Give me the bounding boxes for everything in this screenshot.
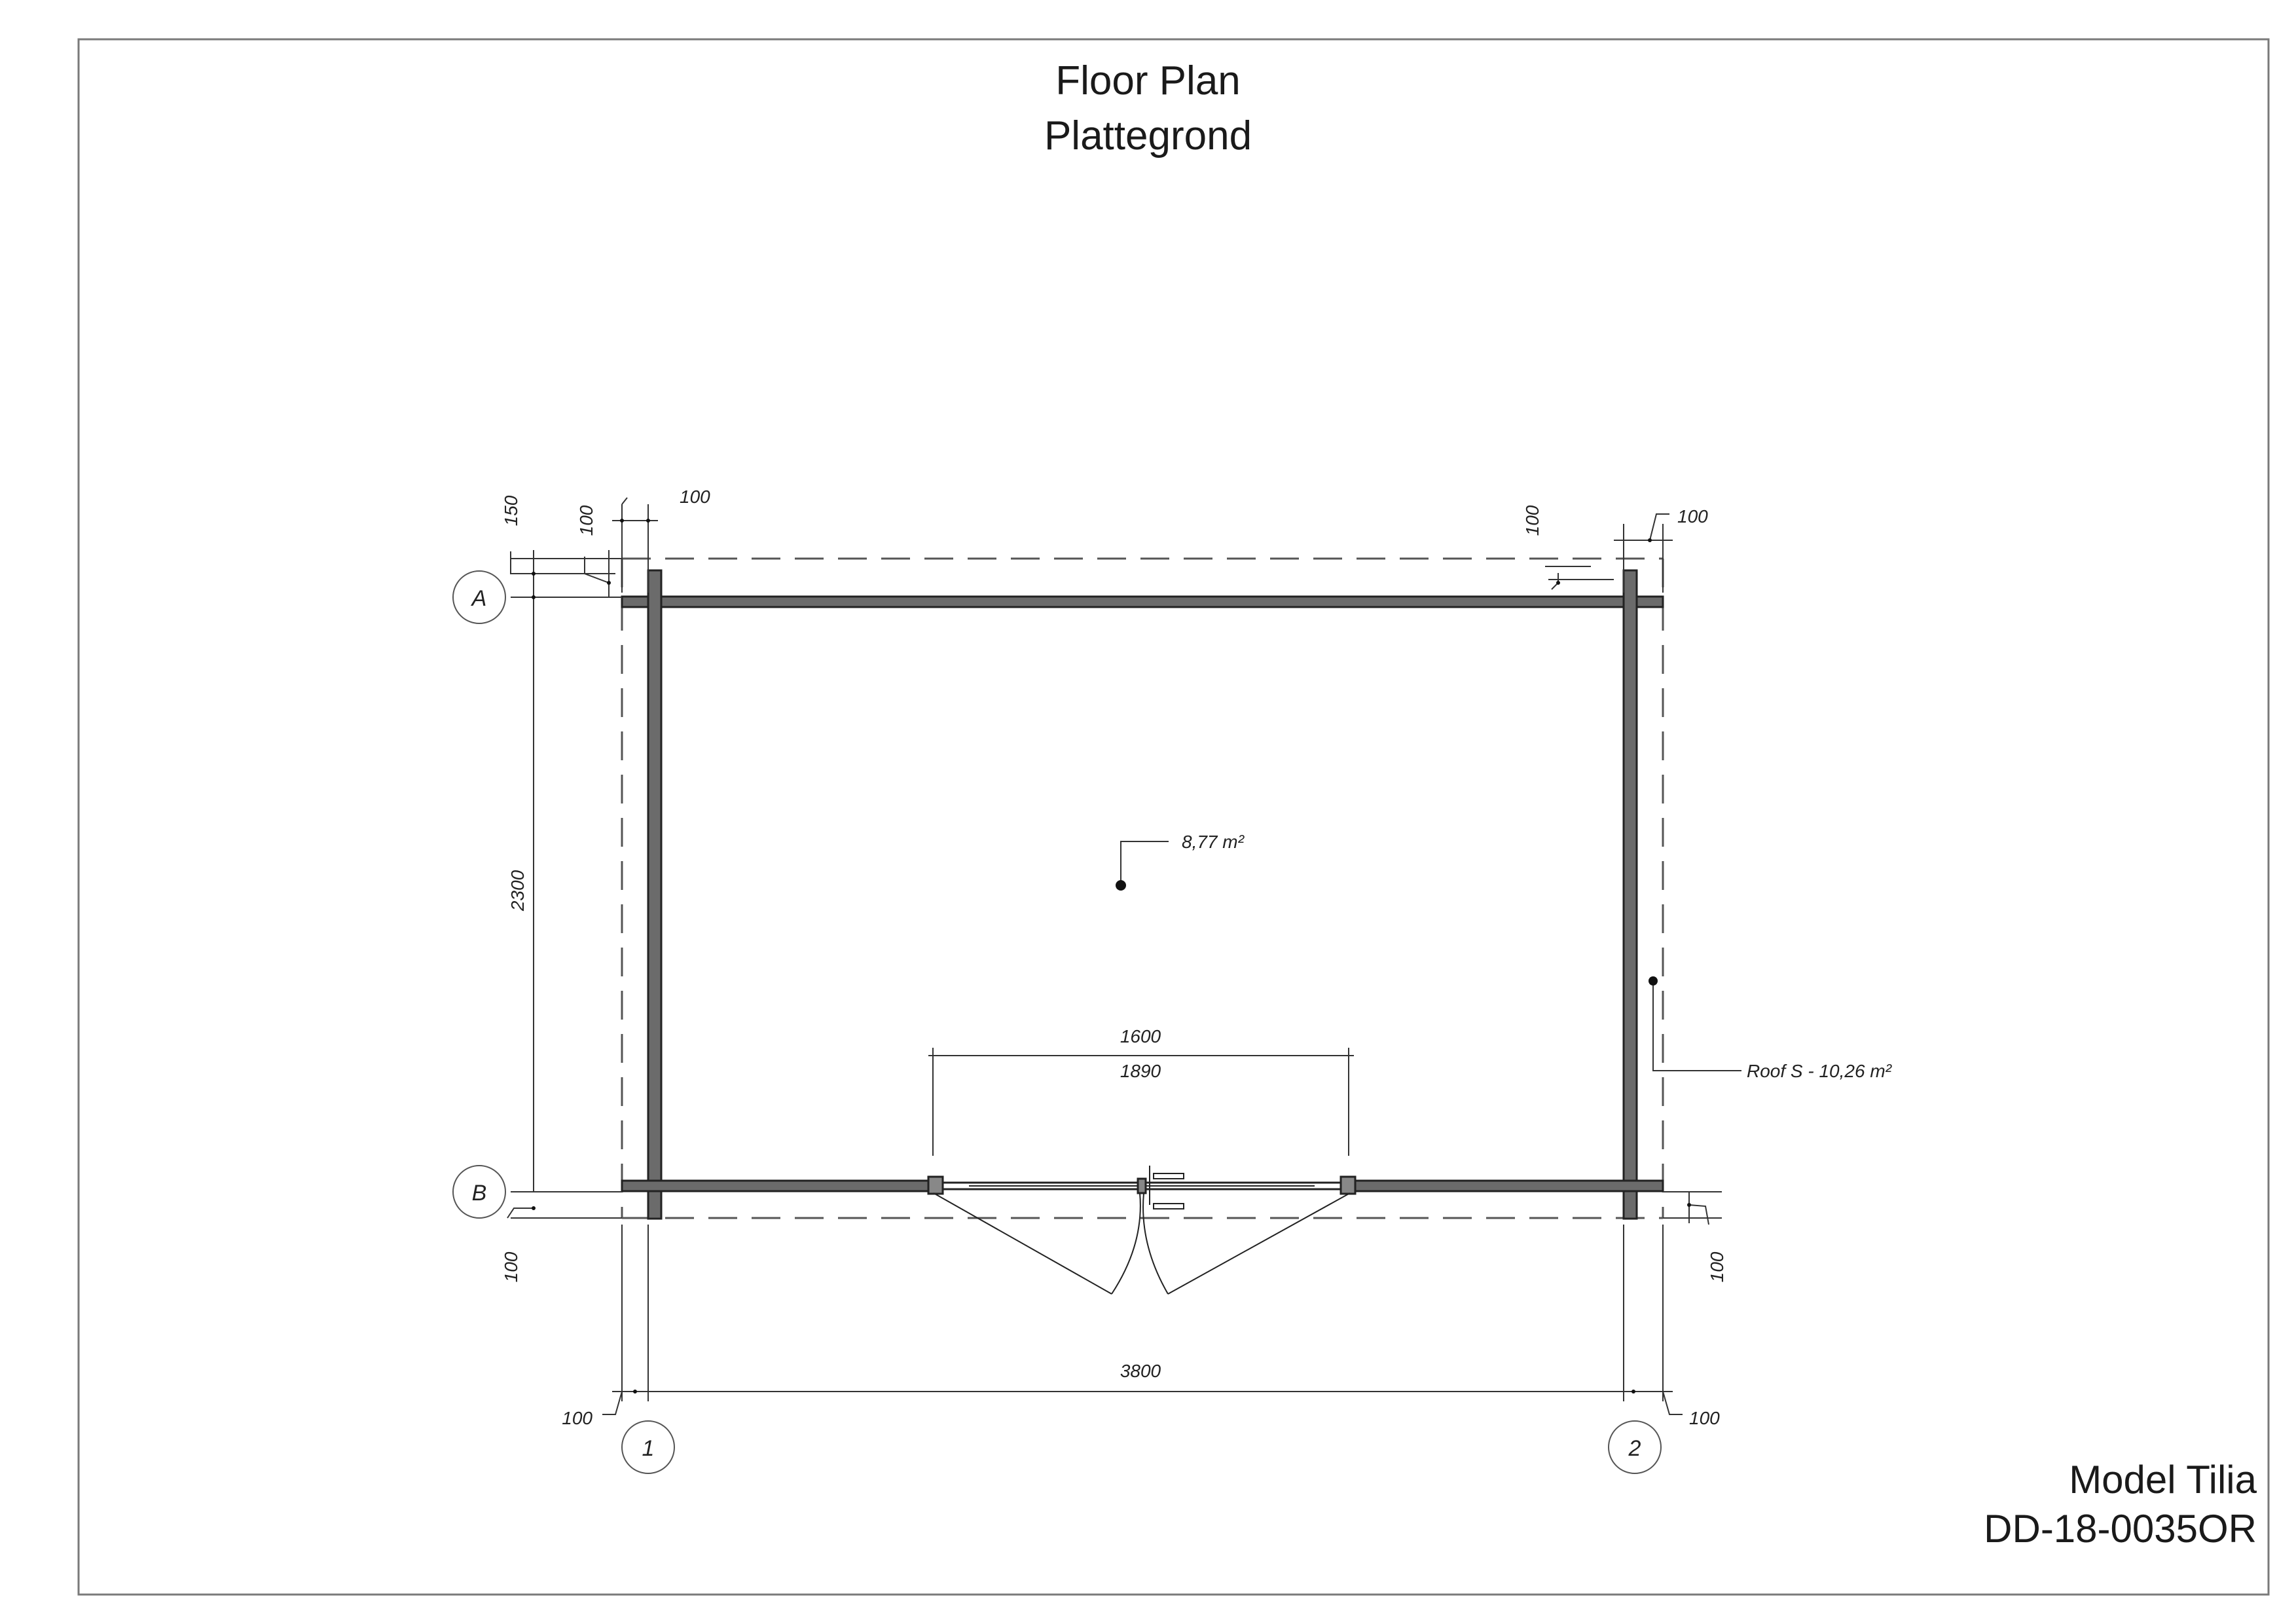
dim-100-bottom-right-column: 100 xyxy=(1689,1408,1720,1428)
door-frame-left xyxy=(927,1175,944,1195)
title-english: Floor Plan xyxy=(1055,58,1241,103)
dim-100-bottom-left: 100 xyxy=(501,1251,521,1282)
title-dutch: Plattegrond xyxy=(1044,113,1252,158)
wall-top xyxy=(621,595,1664,608)
grid-bubbles xyxy=(452,570,1662,1474)
roof-area-marker xyxy=(1649,976,1658,986)
drawing-code: DD-18-0035OR xyxy=(1984,1507,2257,1551)
wall-bottom-right xyxy=(1353,1179,1664,1192)
roof-area-label: Roof S - 10,26 m² xyxy=(1747,1061,1893,1081)
leader-dots xyxy=(532,519,1691,1393)
wall-bottom-left xyxy=(621,1179,932,1192)
wall-right xyxy=(1622,569,1638,1220)
dim-100-bottom-right: 100 xyxy=(1707,1251,1727,1282)
walls xyxy=(621,569,1664,1220)
dim-3800-width: 3800 xyxy=(1120,1361,1161,1381)
grid-label-b: B xyxy=(472,1181,487,1206)
dim-100-bottom-left-column: 100 xyxy=(562,1408,592,1428)
dim-150-top-left: 150 xyxy=(501,495,521,526)
grid-label-2: 2 xyxy=(1628,1436,1641,1461)
floor-area-marker xyxy=(1116,880,1126,891)
dim-100-top-right-inner: 100 xyxy=(1522,505,1542,536)
dim-100-top-left-inner: 100 xyxy=(576,505,596,536)
grid-label-1: 1 xyxy=(642,1436,655,1461)
grid-bubble-a xyxy=(452,570,506,624)
grid-bubble-1 xyxy=(621,1420,675,1474)
floor-area-label: 8,77 m² xyxy=(1182,832,1245,852)
sheet-border xyxy=(77,38,2270,1596)
door-leaf-right-swing xyxy=(1167,1192,1351,1295)
dim-2300-depth: 2300 xyxy=(507,870,528,912)
grid-bubble-b xyxy=(452,1165,506,1219)
grid-bubble-2 xyxy=(1608,1420,1662,1474)
door-frame-right xyxy=(1339,1175,1357,1195)
dim-1890-door-frame: 1890 xyxy=(1120,1061,1161,1081)
double-door xyxy=(927,1166,1357,1295)
roof-overhang-outline xyxy=(621,557,1664,1219)
dim-100-top-right-column: 100 xyxy=(1677,506,1708,526)
door-leaf-left-swing xyxy=(933,1192,1112,1295)
model-name: Model Tilia xyxy=(2069,1458,2257,1502)
grid-label-a: A xyxy=(471,586,487,611)
dim-1600-door-clear: 1600 xyxy=(1120,1026,1161,1046)
wall-left xyxy=(647,569,663,1220)
dim-100-top-left-column: 100 xyxy=(680,487,710,507)
dimension-lines xyxy=(507,497,1741,1415)
